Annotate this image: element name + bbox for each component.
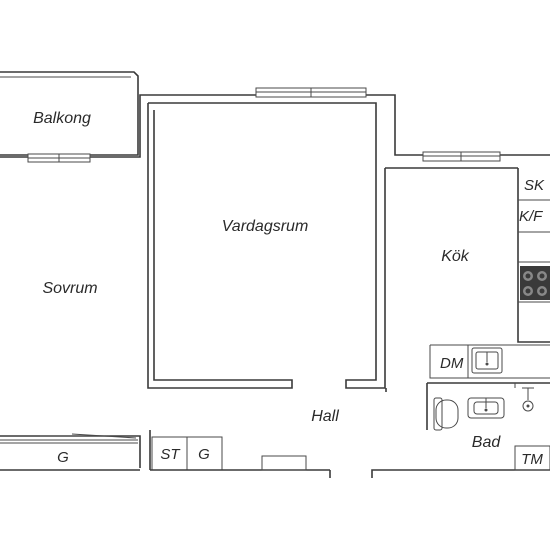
room-label-bad: Bad xyxy=(472,434,502,451)
fixture-label-st: ST xyxy=(160,446,181,463)
room-label-vardagsrum: Vardagsrum xyxy=(222,218,309,235)
room-label-sovrum: Sovrum xyxy=(42,280,97,297)
room-label-balkong: Balkong xyxy=(33,110,91,127)
bathroom-walls xyxy=(385,382,550,430)
shower-icon xyxy=(522,387,534,412)
stove-icon xyxy=(520,266,550,300)
vardagsrum-walls xyxy=(147,102,518,389)
kitchen-lower-counter xyxy=(429,344,550,379)
room-label-hall: Hall xyxy=(311,408,339,425)
washbasin-icon xyxy=(467,397,505,419)
room-label-kok: Kök xyxy=(441,248,470,265)
window-vardagsrum xyxy=(255,87,367,98)
balcony-outline xyxy=(0,71,139,156)
fixture-label-g-hall: G xyxy=(198,446,210,463)
window-kok xyxy=(422,151,501,162)
fixture-label-dm: DM xyxy=(440,355,464,372)
sovrum-closet xyxy=(0,433,141,468)
toilet-icon xyxy=(433,397,459,431)
fixture-label-tm: TM xyxy=(521,451,543,468)
kitchen-counter xyxy=(517,168,550,343)
fixture-label-g-sovrum: G xyxy=(57,449,69,466)
window-sovrum xyxy=(27,153,91,163)
fixture-label-kf: K/F xyxy=(519,208,543,225)
fixture-label-sk: SK xyxy=(524,177,545,194)
outer-walls xyxy=(0,94,550,158)
bottom-walls xyxy=(0,445,550,478)
